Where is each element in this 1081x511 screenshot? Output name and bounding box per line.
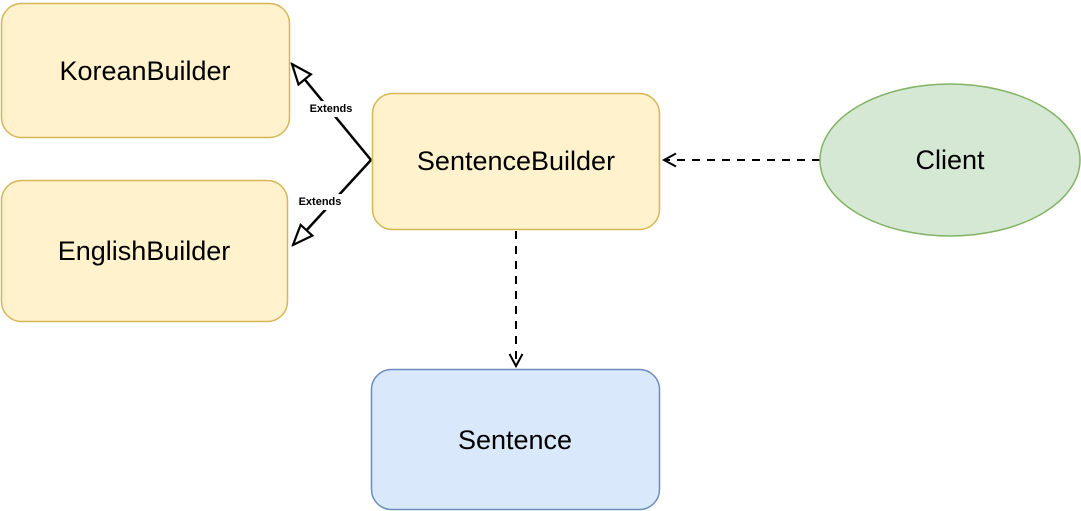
edge-label-text: Extends: [299, 196, 342, 208]
edge-label-extends-english: Extends: [294, 194, 346, 210]
node-shape-sentence: [370, 368, 661, 511]
edge-label-extends-korean: Extends: [305, 101, 357, 117]
node-sentence-builder: SentenceBuilder: [371, 92, 661, 231]
node-label-korean-builder: KoreanBuilder: [59, 56, 230, 86]
node-english-builder: EnglishBuilder: [0, 179, 289, 323]
node-sentence: Sentence: [370, 368, 661, 511]
node-shape-korean-builder: [0, 2, 291, 139]
edge-label-background: [294, 194, 346, 210]
node-label-client: Client: [915, 145, 985, 175]
node-shape-english-builder: [0, 179, 289, 323]
edge-label-text: Extends: [310, 103, 353, 115]
node-shape-client: [819, 83, 1081, 237]
node-label-sentence-builder: SentenceBuilder: [417, 146, 615, 176]
node-client: Client: [819, 83, 1081, 237]
node-shape-sentence-builder: [371, 92, 661, 231]
edge-label-background: [305, 101, 357, 117]
node-label-english-builder: EnglishBuilder: [58, 236, 231, 266]
node-label-sentence: Sentence: [458, 425, 572, 455]
node-korean-builder: KoreanBuilder: [0, 2, 291, 139]
